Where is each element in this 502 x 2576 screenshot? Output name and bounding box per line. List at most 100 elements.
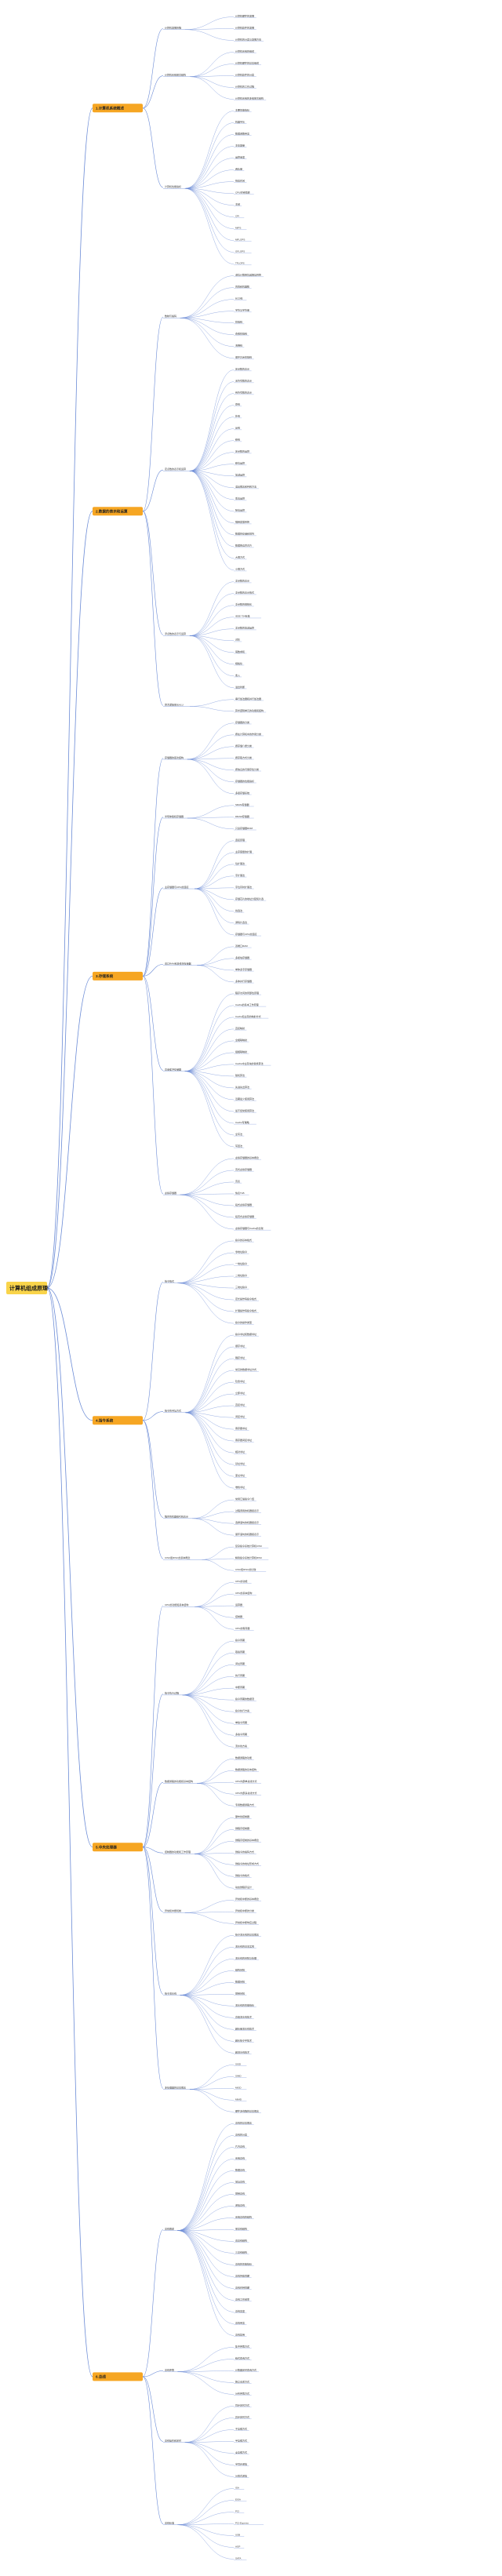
edge-item-to-leaf <box>177 2194 235 2231</box>
topic-leaf: 精简指令系统计算机RISC <box>235 1555 263 1559</box>
topic-leaf: 浮点数的表示 <box>235 579 249 583</box>
branch-title: 3.存储系统 <box>96 973 114 979</box>
topic-leaf: Cache和主存的映射方式 <box>235 1014 261 1018</box>
edge-item-to-leaf <box>184 188 235 206</box>
topic-leaf: 不互锁方式 <box>235 2426 247 2430</box>
topic-leaf: SATA <box>235 2556 241 2560</box>
topic-leaf: 乘法运算 <box>235 497 245 500</box>
edge-item-to-leaf <box>189 64 235 77</box>
topic-leaf: 主频 <box>235 202 240 206</box>
edge-item-to-leaf <box>195 1593 235 1607</box>
edge-branch-to-item <box>142 2376 164 2524</box>
topic-item: 计算机发展历程 <box>165 26 181 30</box>
topic-leaf: 多指令周期 <box>235 1732 247 1736</box>
topic-leaf: 对阶 <box>235 638 240 642</box>
topic-leaf: 硬布线控制器 <box>235 1814 249 1818</box>
edge-item-to-leaf <box>182 1687 235 1696</box>
branch-node[interactable] <box>93 104 143 113</box>
edge-branch-to-item <box>142 1846 164 1995</box>
edge-item-to-leaf <box>184 1071 235 1136</box>
edge-branch-to-item <box>142 1420 164 1559</box>
topic-leaf: 独立请求方式 <box>235 2379 249 2383</box>
topic-leaf: 存储器的性能指标 <box>235 779 254 783</box>
edge-item-to-leaf <box>197 1759 235 1784</box>
topic-leaf: 机器字长 <box>235 120 245 124</box>
edge-item-to-leaf <box>189 471 235 476</box>
topic-leaf: 异常和中断的分类 <box>235 1908 254 1912</box>
edge-item-to-leaf <box>180 1995 235 2054</box>
edge-root-to-branch <box>46 975 93 1289</box>
topic-leaf: CPU的功能 <box>235 1579 247 1583</box>
topic-leaf: 响应时间 <box>235 179 245 183</box>
edge-item-to-leaf <box>195 875 235 890</box>
edge-item-to-leaf <box>177 1275 235 1283</box>
edge-item-to-leaf <box>184 1071 235 1112</box>
topic-leaf: 溢出判断 <box>235 685 245 689</box>
edge-item-to-leaf <box>197 1770 235 1784</box>
edge-item-to-leaf <box>177 2230 235 2242</box>
edge-item-to-leaf <box>180 275 235 318</box>
topic-leaf: 计算机硬件的发展 <box>235 14 254 18</box>
topic-leaf: 微指令的编码方式 <box>235 1850 254 1854</box>
edge-item-to-leaf <box>184 1412 235 1489</box>
edge-item-to-leaf <box>180 1193 235 1195</box>
topic-leaf: 单指令周期 <box>235 1720 247 1724</box>
edge-item-to-leaf <box>202 1559 235 1571</box>
topic-leaf: 寄存器间接寻址 <box>235 1438 252 1442</box>
topic-leaf: 虚拟存储器与Cache的比较 <box>235 1226 264 1230</box>
topic-item: 数据通路的功能和基本结构 <box>165 1779 193 1783</box>
edge-item-to-leaf <box>177 1264 235 1283</box>
branch-node[interactable] <box>93 2372 143 2381</box>
topic-leaf: 流水线的性能指标 <box>235 2003 254 2007</box>
topic-leaf: TFLOPS <box>235 262 245 265</box>
branch-node[interactable] <box>93 507 143 516</box>
edge-item-to-leaf <box>177 2182 235 2231</box>
edge-item-to-leaf <box>187 759 235 782</box>
topic-leaf: 总线传输周期 <box>235 2273 249 2277</box>
topic-item: 数制与编码 <box>165 314 176 318</box>
edge-item-to-leaf <box>184 1393 235 1413</box>
topic-leaf: 控制器 <box>235 1614 242 1618</box>
edge-item-to-leaf <box>184 188 235 253</box>
edge-item-to-leaf <box>184 1412 235 1430</box>
branch-title: 1.计算机系统概述 <box>96 105 124 111</box>
topic-leaf: 定点数的运算 <box>235 449 249 453</box>
edge-item-to-leaf <box>197 1782 235 1784</box>
edge-item-to-leaf <box>177 2230 235 2312</box>
topic-leaf: 扩展操作码指令格式 <box>235 1308 256 1312</box>
edge-branch-to-item <box>142 976 164 1071</box>
edge-item-to-leaf <box>180 1959 235 1996</box>
topic-leaf: 原码 <box>235 402 240 406</box>
topic-leaf: CPI <box>235 215 239 218</box>
topic-leaf: 数据冒险 <box>235 1979 245 1983</box>
edge-item-to-leaf <box>191 1518 235 1536</box>
edge-item-to-leaf <box>184 1405 235 1413</box>
topic-leaf: DRAM存储器 <box>235 814 249 818</box>
root-node[interactable] <box>6 1282 47 1294</box>
edge-item-to-leaf <box>195 864 235 890</box>
edge-item-to-leaf <box>177 2135 235 2231</box>
topic-item: 总线仲裁 <box>165 2367 174 2371</box>
topic-leaf: 进位计数制及其相互转换 <box>235 273 261 277</box>
branch-node[interactable] <box>93 1843 143 1852</box>
branch-node[interactable] <box>93 971 143 981</box>
topic-leaf: 链式查询方式 <box>235 2356 249 2360</box>
topic-leaf: MIPS <box>235 227 241 230</box>
root-title: 计算机组成原理 <box>9 1284 48 1291</box>
edge-item-to-leaf <box>177 1283 235 1324</box>
topic-item: 多处理器的基本概念 <box>165 2085 186 2089</box>
edge-item-to-leaf <box>195 852 235 890</box>
edge-item-to-leaf <box>184 16 235 30</box>
topic-item: 双口RAM和多模块存储器 <box>165 961 191 965</box>
edge-item-to-leaf <box>177 2147 235 2231</box>
topic-leaf: 同步定时方式 <box>235 2403 249 2407</box>
branch-node[interactable] <box>93 1416 143 1425</box>
topic-leaf: 字位同时扩展法 <box>235 885 252 889</box>
edge-item-to-leaf <box>189 635 235 688</box>
topic-leaf: 定点数的表示 <box>235 367 249 371</box>
edge-item-to-leaf <box>177 2218 235 2231</box>
edge-item-to-leaf <box>184 1412 235 1477</box>
topic-leaf: 多模块存储器 <box>235 955 249 959</box>
edge-item-to-leaf <box>187 759 235 770</box>
edge-branch-to-item <box>142 1781 164 1848</box>
